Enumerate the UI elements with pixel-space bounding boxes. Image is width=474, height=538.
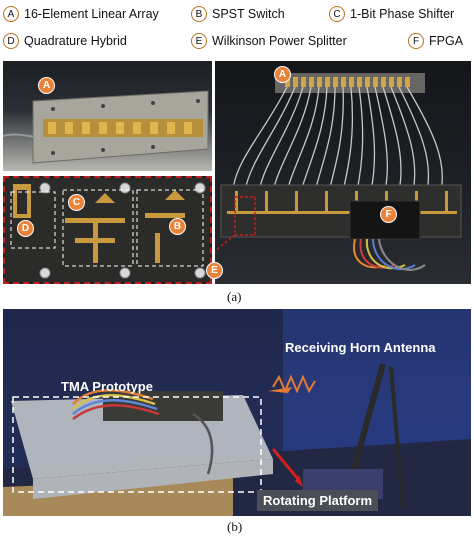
array-closeup-drawing xyxy=(3,90,209,164)
legend-item-b: B SPST Switch xyxy=(191,4,285,24)
caption-b: (b) xyxy=(227,519,243,534)
legend-badge: C xyxy=(329,6,345,22)
legend-item-d: D Quadrature Hybrid xyxy=(3,31,127,51)
horn-antenna-label: Receiving Horn Antenna xyxy=(285,340,436,355)
legend: A 16-Element Linear Array B SPST Switch … xyxy=(0,0,474,58)
badge-f: F xyxy=(380,206,397,223)
photo-full-board: A F xyxy=(215,61,471,284)
pcb-detail-drawing xyxy=(5,178,210,282)
badge-a-closeup: A xyxy=(38,77,55,94)
legend-badge: B xyxy=(191,6,207,22)
legend-label: FPGA xyxy=(429,34,464,48)
photo-array-closeup: A xyxy=(3,61,212,171)
badge-a-board: A xyxy=(274,66,291,83)
legend-item-e: E Wilkinson Power Splitter xyxy=(191,31,347,51)
legend-badge: D xyxy=(3,33,19,49)
full-board-drawing xyxy=(215,73,462,271)
caption-a: (a) xyxy=(227,289,242,304)
badge-b: B xyxy=(169,218,186,235)
legend-badge: A xyxy=(3,6,19,22)
badge-d: D xyxy=(17,220,34,237)
legend-label: 16-Element Linear Array xyxy=(24,7,159,21)
legend-label: Quadrature Hybrid xyxy=(24,34,127,48)
photo-pcb-detail: D C B xyxy=(3,176,212,284)
legend-item-a: A 16-Element Linear Array xyxy=(3,4,159,24)
legend-badge: E xyxy=(191,33,207,49)
legend-badge: F xyxy=(408,33,424,49)
rotating-platform-label: Rotating Platform xyxy=(257,490,379,511)
photo-anechoic-chamber: TMA Prototype Receiving Horn Antenna Rot… xyxy=(3,309,471,516)
legend-label: Wilkinson Power Splitter xyxy=(212,34,347,48)
legend-item-c: C 1-Bit Phase Shifter xyxy=(329,4,454,24)
legend-label: 1-Bit Phase Shifter xyxy=(350,7,455,21)
tma-prototype-label: TMA Prototype xyxy=(61,379,153,394)
badge-c: C xyxy=(68,194,85,211)
legend-label: SPST Switch xyxy=(212,7,285,21)
badge-e: E xyxy=(206,262,223,279)
legend-item-f: F FPGA xyxy=(408,31,463,51)
